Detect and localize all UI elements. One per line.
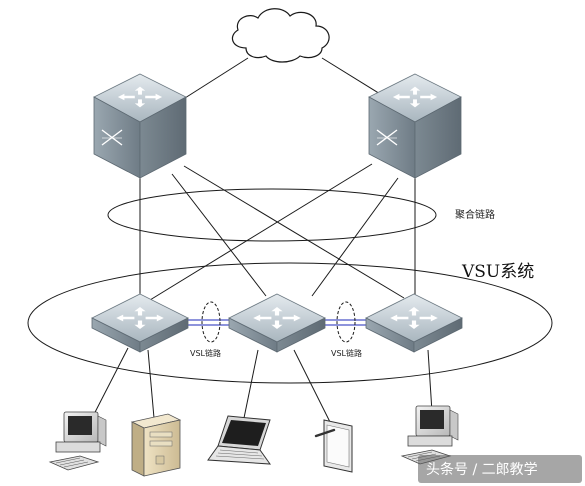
laptop-icon — [207, 415, 272, 465]
access-switch-2 — [228, 293, 326, 353]
network-links — [89, 57, 433, 423]
vsl-link-lines — [187, 319, 367, 326]
cloud-icon — [231, 8, 330, 63]
core-switch-icon — [368, 73, 462, 179]
core-switch-left — [93, 73, 187, 179]
access-switch-3 — [365, 293, 463, 353]
core-switch-right — [368, 73, 462, 179]
watermark: 头条号 / 二郎教学 — [418, 455, 582, 483]
access-switch-1 — [91, 293, 189, 353]
vsl-link-label-left: VSL链路 — [190, 348, 221, 358]
access-switch-icon — [365, 293, 463, 353]
aggregate-link-ellipse — [107, 188, 437, 242]
vsu-system-ellipse — [27, 262, 553, 384]
vsu-system-label: VSU系统 — [461, 262, 534, 282]
desktop-computer-icon — [48, 411, 107, 471]
access-switch-icon — [228, 293, 326, 353]
server-tower-icon — [130, 413, 182, 477]
aggregate-link-label: 聚合链路 — [455, 208, 495, 221]
tablet-icon — [314, 419, 353, 473]
vsl-link-label-right: VSL链路 — [331, 348, 362, 358]
vsl-link-rings — [201, 301, 356, 343]
access-switch-icon — [91, 293, 189, 353]
watermark-text: 头条号 / 二郎教学 — [426, 461, 538, 478]
core-switch-icon — [93, 73, 187, 179]
